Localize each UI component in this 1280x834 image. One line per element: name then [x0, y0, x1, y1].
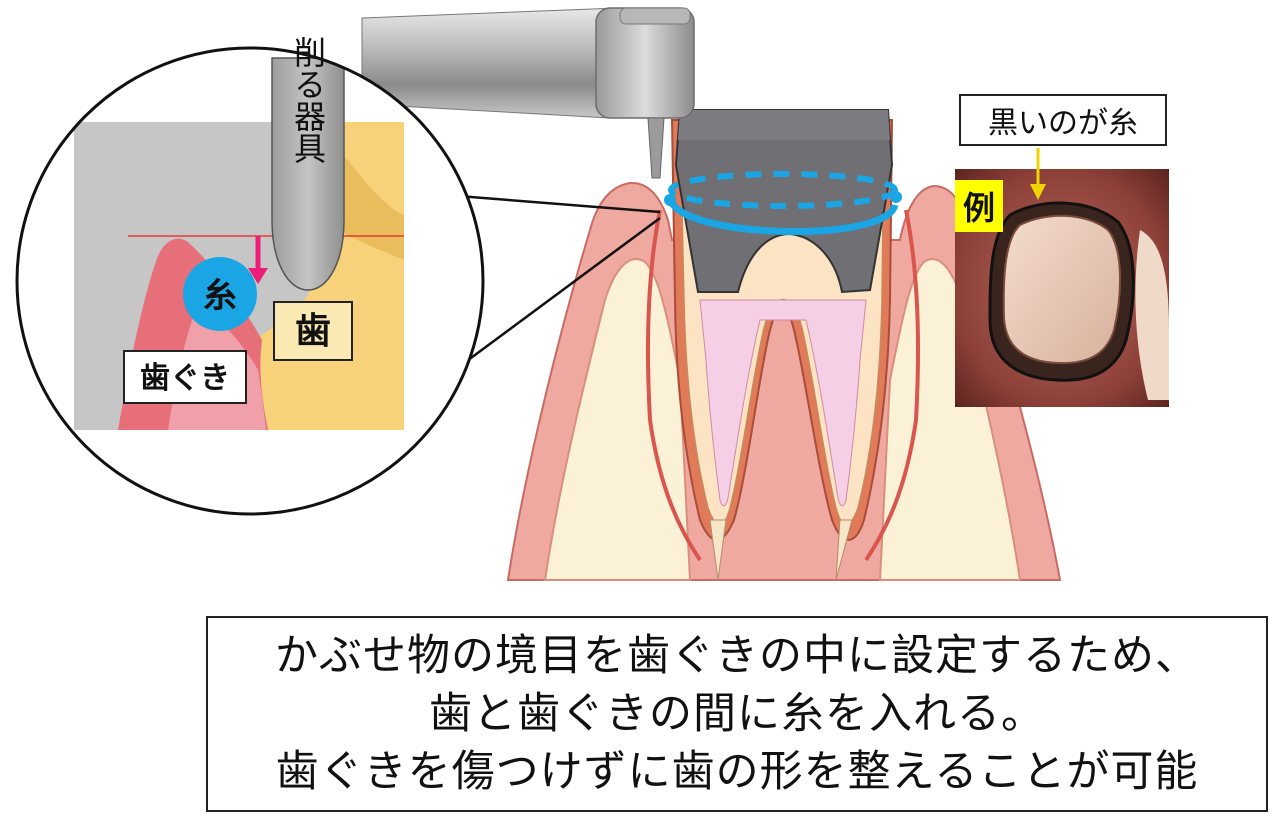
- label-thread: 糸: [203, 276, 237, 316]
- yellow-arrow-head: [1030, 184, 1046, 200]
- callout-line-bottom: [451, 216, 661, 374]
- caption-line-3: 歯ぐきを傷つけずに歯の形を整えることが可能: [275, 747, 1199, 797]
- thread-ring-end-left: [664, 194, 676, 206]
- zoom-callout: 糸 削る器具: [15, 36, 485, 516]
- label-example: 例: [955, 180, 1003, 232]
- crown-highlight: [678, 110, 890, 140]
- zoom-circle-border: [15, 46, 485, 516]
- caption-box: かぶせ物の境目を歯ぐきの中に設定するため、 歯と歯ぐきの間に糸を入れる。 歯ぐき…: [206, 616, 1268, 812]
- handpiece-bur: [647, 117, 665, 179]
- photo-neighbor-tooth: [1135, 230, 1169, 400]
- zoom-tooth-shadow: [338, 150, 404, 260]
- thread-ring-front: [667, 198, 899, 236]
- label-tooth: 歯: [295, 311, 331, 352]
- handpiece-cap: [619, 7, 691, 25]
- tooth-label-box: [273, 301, 353, 361]
- callout-line-top: [457, 194, 661, 214]
- caption-line-2: 歯と歯ぐきの間に糸を入れる。: [429, 689, 1045, 739]
- label-black-is-thread: 黒いのが糸: [959, 94, 1167, 146]
- tooth-cross-section: [506, 109, 1062, 581]
- zoom-thread-circle: [183, 257, 257, 331]
- zoom-gum-label: 歯ぐき: [123, 350, 247, 404]
- zoom-cutting-tool: [271, 57, 345, 291]
- gum-pocket-left: [646, 209, 702, 562]
- tooth-pulp: [699, 299, 867, 507]
- thread-ring-end-right: [890, 191, 902, 203]
- root-tip-left: [709, 519, 727, 581]
- thread-pointer-arrow: [1030, 148, 1046, 200]
- zoom-tooth-label: 歯: [273, 301, 353, 361]
- bone-right: [878, 258, 1022, 581]
- gum-label-box: [123, 350, 247, 404]
- label-cutting-tool: 削る器具: [289, 36, 327, 164]
- root-tip-right: [835, 519, 853, 581]
- gum-pocket-right: [864, 209, 920, 562]
- zoom-arrow-head: [248, 268, 268, 284]
- photo-abutment: [1002, 214, 1122, 365]
- callout-connector: [451, 194, 661, 374]
- label-gum: 歯ぐき: [140, 361, 230, 396]
- bone: [543, 258, 692, 581]
- caption-line-1: かぶせ物の境目を歯ぐきの中に設定するため、: [275, 631, 1199, 681]
- dental-handpiece: [361, 7, 695, 179]
- thread-ring-back: [668, 171, 898, 209]
